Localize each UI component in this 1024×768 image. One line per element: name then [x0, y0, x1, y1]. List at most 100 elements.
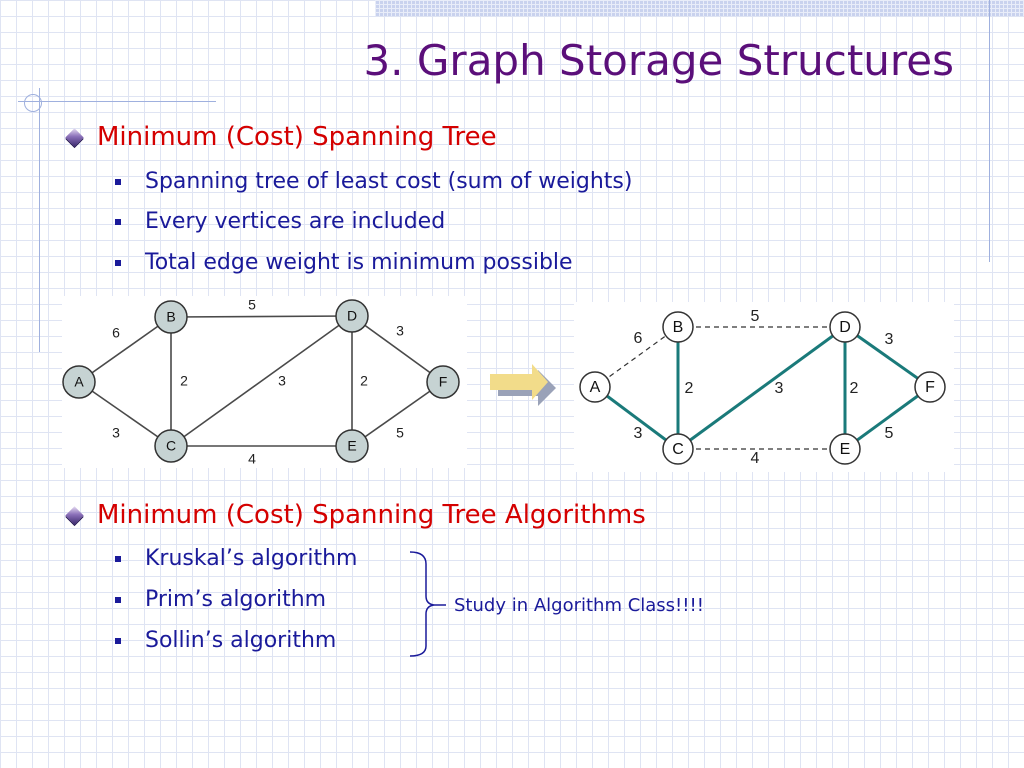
edge-C-D — [677, 325, 846, 451]
node-circle — [335, 299, 369, 333]
list-item: Every vertices are included — [115, 209, 445, 234]
edge-weight-C-E: 4 — [751, 450, 760, 467]
edge-D-F — [844, 325, 931, 389]
node-F: F — [914, 371, 946, 403]
node-E: E — [829, 433, 861, 465]
edge-weight-E-F: 5 — [396, 425, 404, 441]
edge-A-B — [78, 316, 172, 383]
edge-A-C — [594, 385, 679, 451]
node-label: E — [347, 438, 356, 454]
edge-weight-C-E: 4 — [248, 451, 256, 467]
list-item-text: Total edge weight is minimum possible — [145, 250, 573, 275]
edge-A-B — [594, 326, 679, 388]
node-C: C — [662, 433, 694, 465]
edge-A-C — [78, 381, 172, 447]
node-D: D — [335, 299, 369, 333]
node-A: A — [62, 365, 96, 399]
list-item-text: Sollin’s algorithm — [145, 628, 337, 653]
decorative-horizontal-line — [18, 101, 216, 102]
node-label: F — [439, 374, 448, 390]
section2-heading: Minimum (Cost) Spanning Tree Algorithms — [97, 500, 646, 530]
arrow-right-icon — [490, 364, 556, 406]
square-bullet-icon — [115, 259, 121, 266]
edge-weight-C-D: 3 — [775, 380, 784, 397]
list-item: Total edge weight is minimum possible — [115, 250, 573, 275]
list-item-text: Kruskal’s algorithm — [145, 546, 358, 571]
node-label: F — [925, 379, 935, 396]
diamond-bullet-icon — [65, 505, 84, 525]
edge-weight-B-D: 5 — [751, 308, 760, 325]
node-B: B — [154, 300, 188, 334]
node-circle — [579, 371, 611, 403]
list-item: Sollin’s algorithm — [115, 628, 336, 653]
edge-weight-B-C: 2 — [685, 380, 694, 397]
node-circle — [154, 429, 188, 463]
square-bullet-icon — [115, 596, 121, 603]
edge-weight-D-F: 3 — [885, 331, 894, 348]
edge-weight-C-D: 3 — [278, 373, 286, 389]
edge-C-D — [170, 315, 353, 447]
node-label: D — [347, 308, 357, 324]
edge-weight-B-C: 2 — [180, 373, 188, 389]
list-item-text: Every vertices are included — [145, 209, 446, 234]
section1-heading-row: Minimum (Cost) Spanning Tree — [65, 122, 497, 152]
list-item-text: Prim’s algorithm — [145, 587, 327, 612]
edge-D-F — [351, 315, 444, 383]
node-E: E — [335, 429, 369, 463]
edge-E-F — [844, 385, 931, 451]
square-bullet-icon — [115, 178, 121, 185]
decorative-circle — [24, 94, 42, 112]
node-D: D — [829, 311, 861, 343]
node-label: C — [672, 441, 684, 458]
edge-B-D — [170, 315, 353, 318]
page-title: 3. Graph Storage Structures — [363, 36, 954, 85]
node-label: B — [673, 319, 684, 336]
node-circle — [914, 371, 946, 403]
list-item-text: Spanning tree of least cost (sum of weig… — [145, 169, 633, 194]
list-item: Prim’s algorithm — [115, 587, 326, 612]
node-label: A — [590, 379, 601, 396]
edge-weight-D-E: 2 — [850, 380, 859, 397]
node-B: B — [662, 311, 694, 343]
edge-weight-A-C: 3 — [112, 425, 120, 441]
decorative-right-line — [989, 0, 990, 262]
edge-weight-D-E: 2 — [360, 373, 368, 389]
edge-weight-B-D: 5 — [248, 297, 256, 313]
section1-heading: Minimum (Cost) Spanning Tree — [97, 122, 497, 152]
edge-weight-A-C: 3 — [634, 425, 643, 442]
square-bullet-icon — [115, 637, 121, 644]
list-item: Spanning tree of least cost (sum of weig… — [115, 169, 632, 194]
square-bullet-icon — [115, 555, 121, 562]
list-item: Kruskal’s algorithm — [115, 546, 357, 571]
diamond-bullet-icon — [65, 127, 84, 147]
node-circle — [335, 429, 369, 463]
study-note: Study in Algorithm Class!!!! — [454, 595, 704, 616]
node-circle — [154, 300, 188, 334]
node-circle — [426, 365, 460, 399]
node-circle — [62, 365, 96, 399]
decorative-vertical-line — [39, 88, 40, 352]
node-circle — [662, 433, 694, 465]
node-circle — [829, 433, 861, 465]
square-bullet-icon — [115, 218, 121, 225]
edge-weight-A-B: 6 — [634, 330, 643, 347]
edge-weight-D-F: 3 — [396, 323, 404, 339]
node-label: C — [166, 438, 176, 454]
edge-weight-A-B: 6 — [112, 325, 120, 341]
section2-heading-row: Minimum (Cost) Spanning Tree Algorithms — [65, 500, 646, 530]
node-label: D — [839, 319, 851, 336]
node-A: A — [579, 371, 611, 403]
node-label: E — [840, 441, 851, 458]
node-circle — [662, 311, 694, 343]
node-circle — [829, 311, 861, 343]
top-decorative-band — [375, 0, 1024, 16]
curly-brace-icon — [409, 551, 446, 657]
node-C: C — [154, 429, 188, 463]
edge-weight-E-F: 5 — [885, 425, 894, 442]
node-label: A — [74, 374, 84, 390]
node-label: B — [166, 309, 175, 325]
edge-E-F — [351, 381, 444, 447]
node-F: F — [426, 365, 460, 399]
